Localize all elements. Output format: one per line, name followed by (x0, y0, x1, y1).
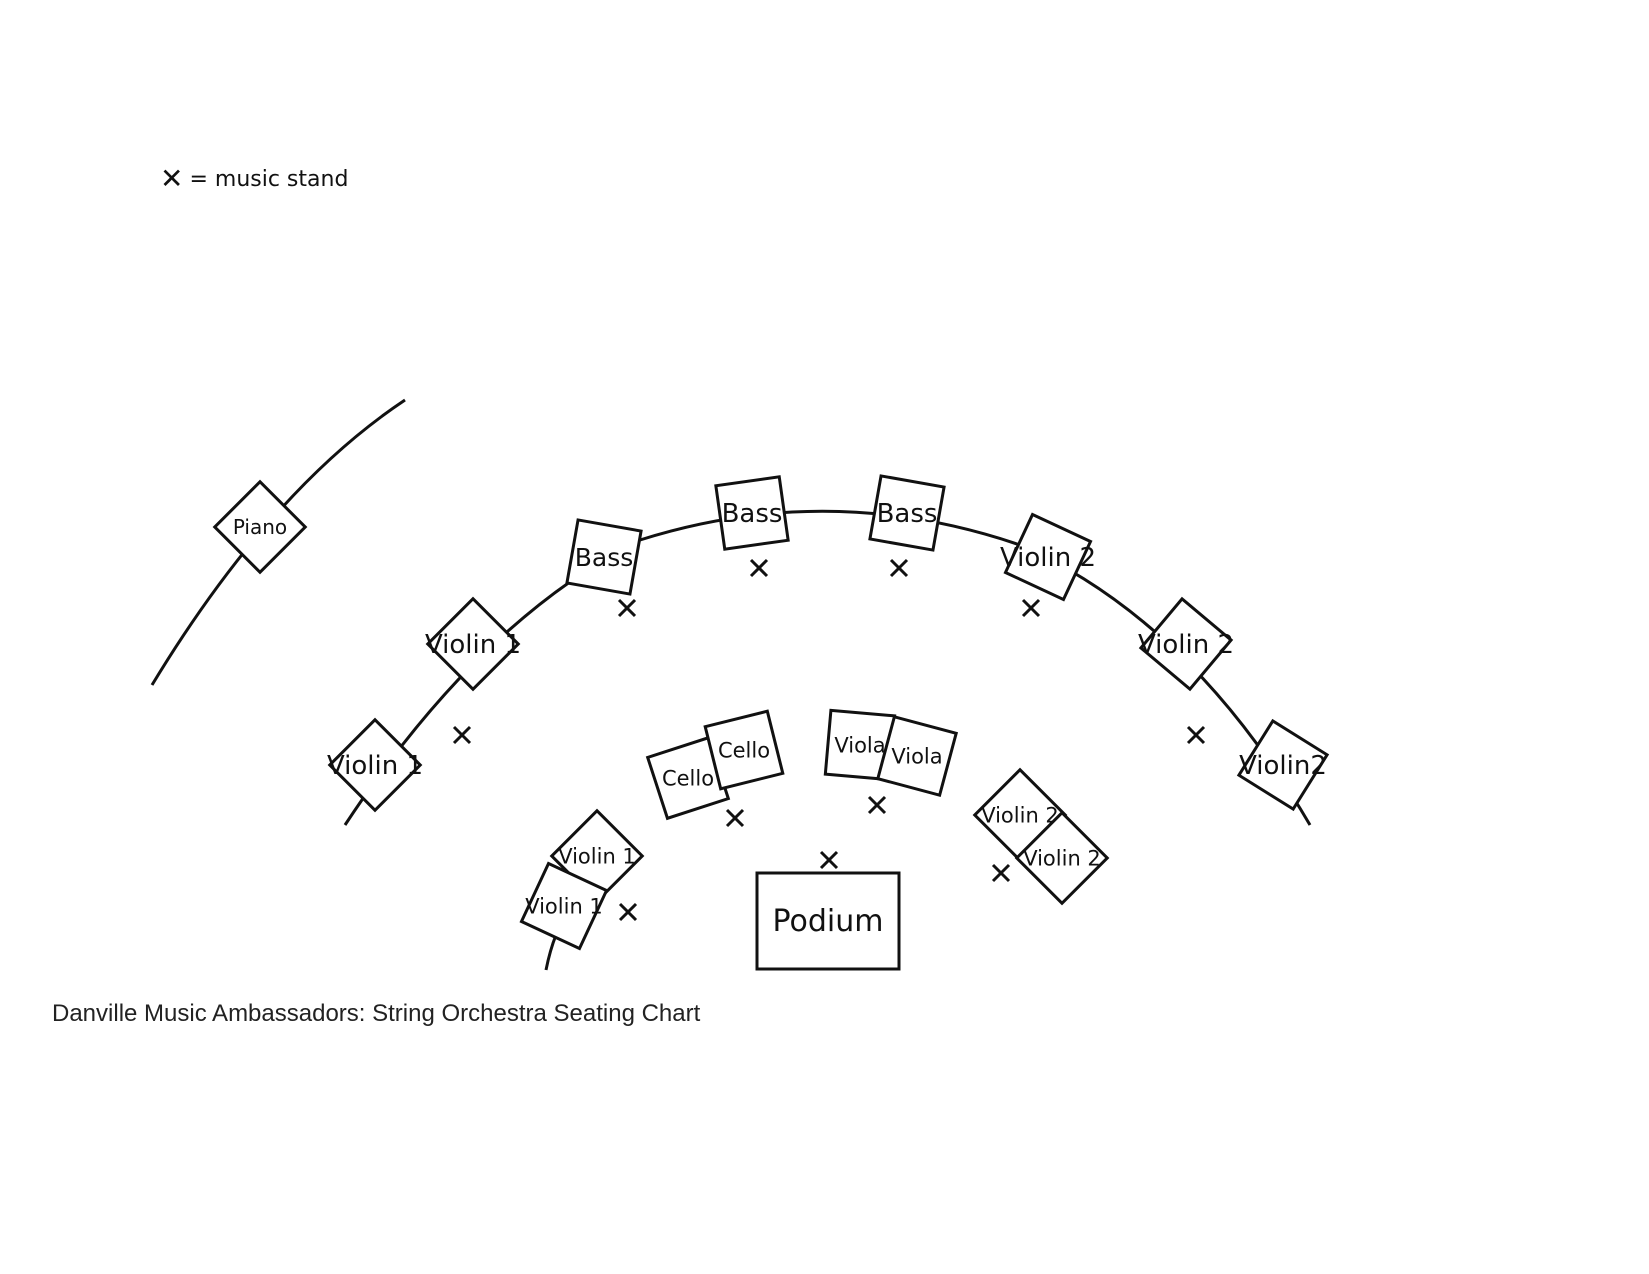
seat-label: Violin 1 (525, 894, 603, 918)
legend-label: = music stand (189, 166, 349, 192)
seat-label: Bass (877, 499, 938, 529)
music-stand-icon (452, 725, 472, 745)
seat-box (875, 714, 959, 798)
music-stand-icon (618, 902, 638, 922)
seat-box (703, 709, 785, 791)
seat-viola-a: Viola (823, 708, 897, 782)
seat-violin1-inner-b: Violin 1 (519, 861, 609, 951)
seat-label: Viola (891, 744, 942, 768)
podium (755, 871, 901, 971)
seat-label: Piano (233, 515, 287, 539)
music-stand-icon (889, 558, 909, 578)
inner-arc-tail (544, 934, 558, 971)
seat-box (1138, 596, 1234, 692)
seat-box (1003, 512, 1093, 602)
music-stand-icon (991, 863, 1011, 883)
seat-label: Violin 1 (425, 630, 521, 660)
seat-label: Violin 1 (558, 844, 636, 868)
seat-box (1236, 718, 1330, 812)
seat-box (212, 479, 308, 575)
seat-bass-a: Bass (565, 518, 643, 596)
seat-bass-c: Bass (868, 474, 946, 552)
seat-label: Bass (722, 499, 783, 529)
music-stand-icon (1021, 598, 1041, 618)
music-stand-icon (819, 850, 839, 870)
music-stand-icon (1186, 725, 1206, 745)
seat-violin1-outer-b: Violin 1 (327, 717, 423, 813)
seat-violin2-outer-b: Violin 2 (1138, 596, 1234, 692)
music-stand-icon (867, 795, 887, 815)
seat-label: Viola (834, 733, 885, 757)
seat-label: Violin 2 (1023, 846, 1101, 870)
seat-label: Violin 2 (1138, 630, 1234, 660)
seat-box (425, 596, 521, 692)
seat-box (565, 518, 643, 596)
seat-label: Violin 2 (981, 803, 1059, 827)
chart-caption: Danville Music Ambassadors: String Orche… (52, 1000, 701, 1027)
seat-label: Cello (718, 738, 770, 762)
music-stand-legend-icon: ✕ (160, 162, 184, 195)
seat-label: Violin 1 (327, 751, 423, 781)
seat-label: Cello (662, 766, 714, 790)
seat-box (714, 475, 790, 551)
seat-violin2-outer-c: Violin2 (1236, 718, 1330, 812)
seat-violin2-inner-b: Violin 2 (1014, 810, 1110, 906)
seat-box (1014, 810, 1110, 906)
legend: ✕ = music stand (160, 165, 348, 193)
seat-cello-b: Cello (703, 709, 785, 791)
seat-label: Violin2 (1239, 751, 1327, 781)
seat-label: Bass (575, 543, 634, 572)
seat-viola-b: Viola (875, 714, 959, 798)
seat-piano: Piano (212, 479, 308, 575)
seat-bass-b: Bass (714, 475, 790, 551)
seat-box (519, 861, 609, 951)
seat-violin1-outer-a: Violin 1 (425, 596, 521, 692)
seat-box (327, 717, 423, 813)
music-stand-icon (617, 598, 637, 618)
podium-label: Podium (773, 904, 884, 939)
seat-label: Violin 2 (1000, 543, 1096, 573)
music-stand-icon (749, 558, 769, 578)
seat-violin2-outer-a: Violin 2 (1000, 512, 1096, 602)
seat-box (868, 474, 946, 552)
music-stand-icon (725, 808, 745, 828)
